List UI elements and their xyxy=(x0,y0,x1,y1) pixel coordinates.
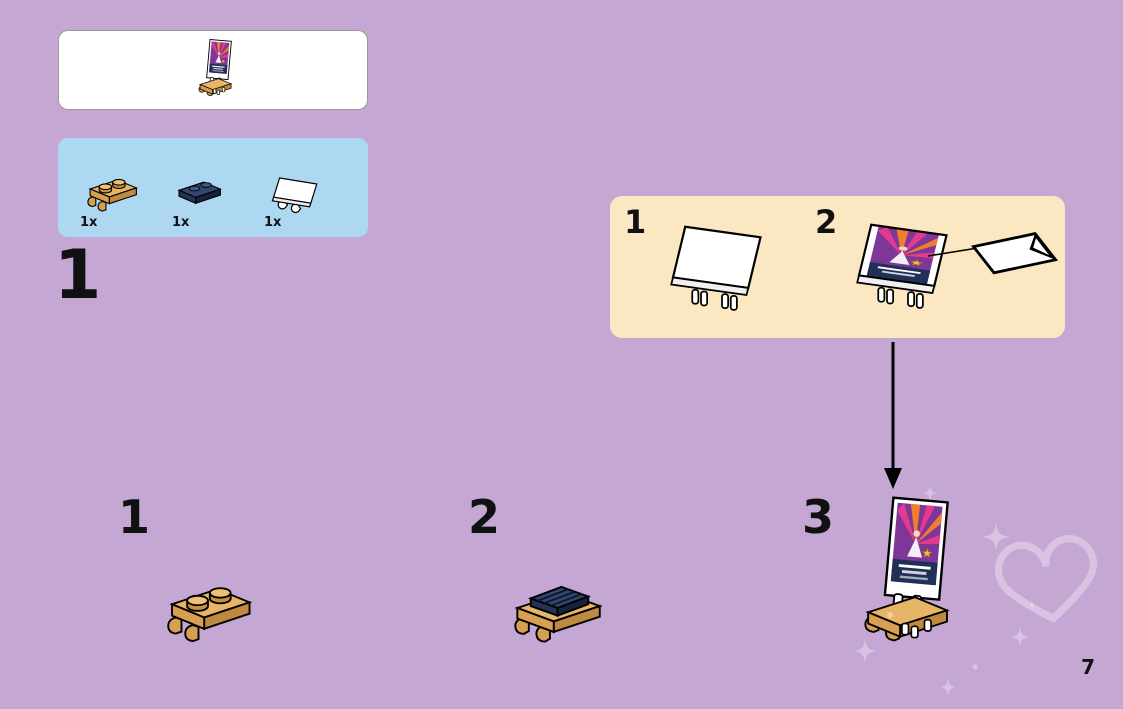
callout-step-1-number: 1 xyxy=(624,203,647,241)
part-item: 1x xyxy=(264,146,356,229)
part-item: 1x xyxy=(80,146,172,229)
part-count: 1x xyxy=(80,215,98,230)
poster-sticker-tile-icon xyxy=(838,216,978,317)
substep-1-number: 1 xyxy=(118,490,151,544)
parts-box: 1x 1x 1x xyxy=(58,138,368,237)
preview-box xyxy=(58,30,368,110)
white-clip-tile-icon xyxy=(264,172,324,215)
part-item: 1x xyxy=(172,146,264,229)
substep-3-number: 3 xyxy=(802,490,835,544)
main-step-number: 1 xyxy=(54,236,101,315)
dark-blue-plate-on-tan-plate-icon xyxy=(502,562,617,648)
page-number: 7 xyxy=(1081,655,1095,679)
down-arrow xyxy=(879,342,907,492)
part-count: 1x xyxy=(172,215,190,230)
white-clip-tile-icon xyxy=(652,218,792,319)
substep-2-number: 2 xyxy=(468,490,501,544)
tan-clip-plate-icon xyxy=(80,171,142,215)
tan-clip-plate-icon xyxy=(155,574,259,648)
part-count: 1x xyxy=(264,215,282,230)
sticker-sheet-icon xyxy=(966,228,1064,286)
callout-step-2-number: 2 xyxy=(815,203,838,241)
sticker-callout-box: 1 2 xyxy=(610,196,1065,338)
dark-blue-plate-icon xyxy=(172,175,228,210)
assembled-poster-stand-icon xyxy=(189,38,237,103)
assembled-poster-stand-icon xyxy=(840,494,962,658)
